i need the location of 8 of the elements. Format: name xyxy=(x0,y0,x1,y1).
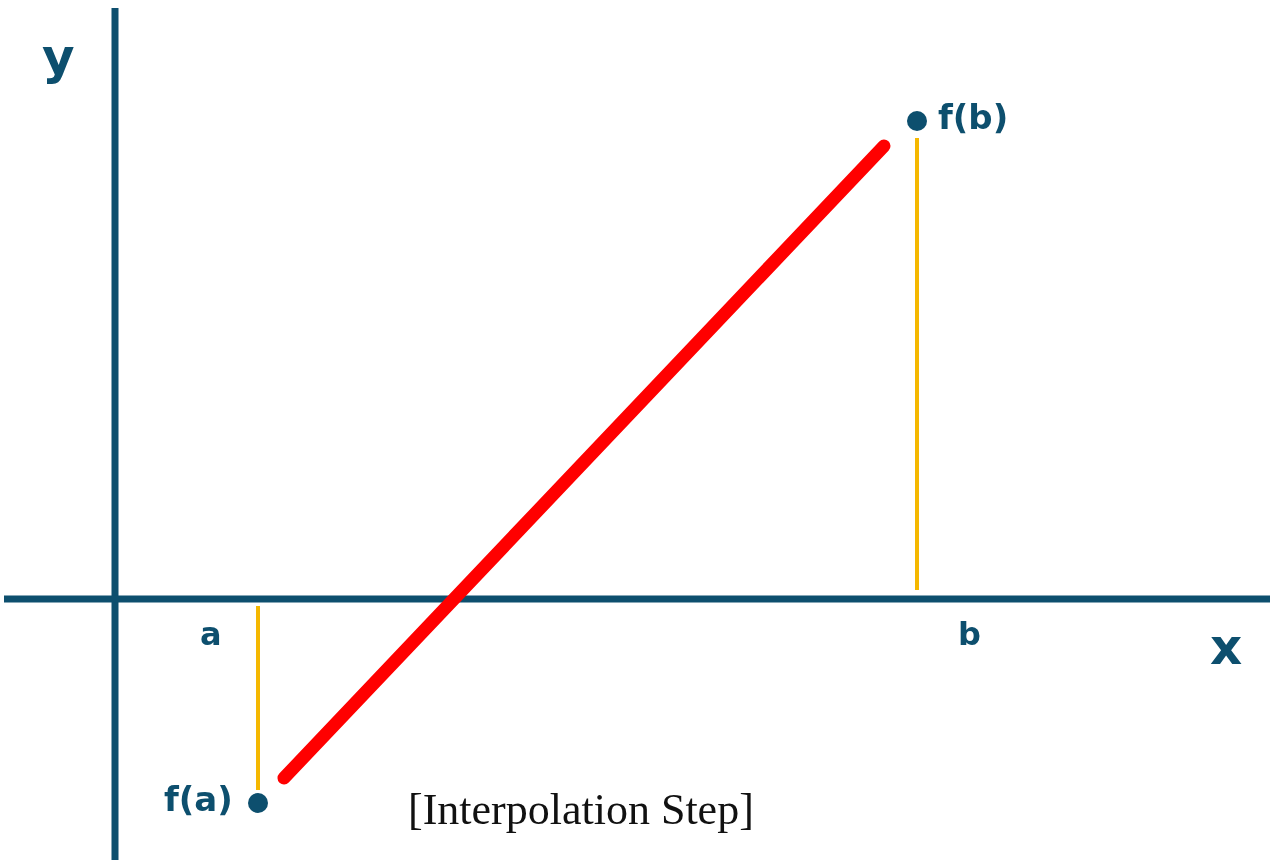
point-label: f(b) xyxy=(938,100,1009,134)
axis-label: x xyxy=(1210,622,1243,672)
tick-label: a xyxy=(200,618,222,650)
point-label: f(a) xyxy=(164,782,233,816)
caption: [Interpolation Step] xyxy=(408,788,754,832)
secant-line xyxy=(277,139,891,785)
axis-label: y xyxy=(42,32,75,82)
tick-label: b xyxy=(958,618,981,650)
